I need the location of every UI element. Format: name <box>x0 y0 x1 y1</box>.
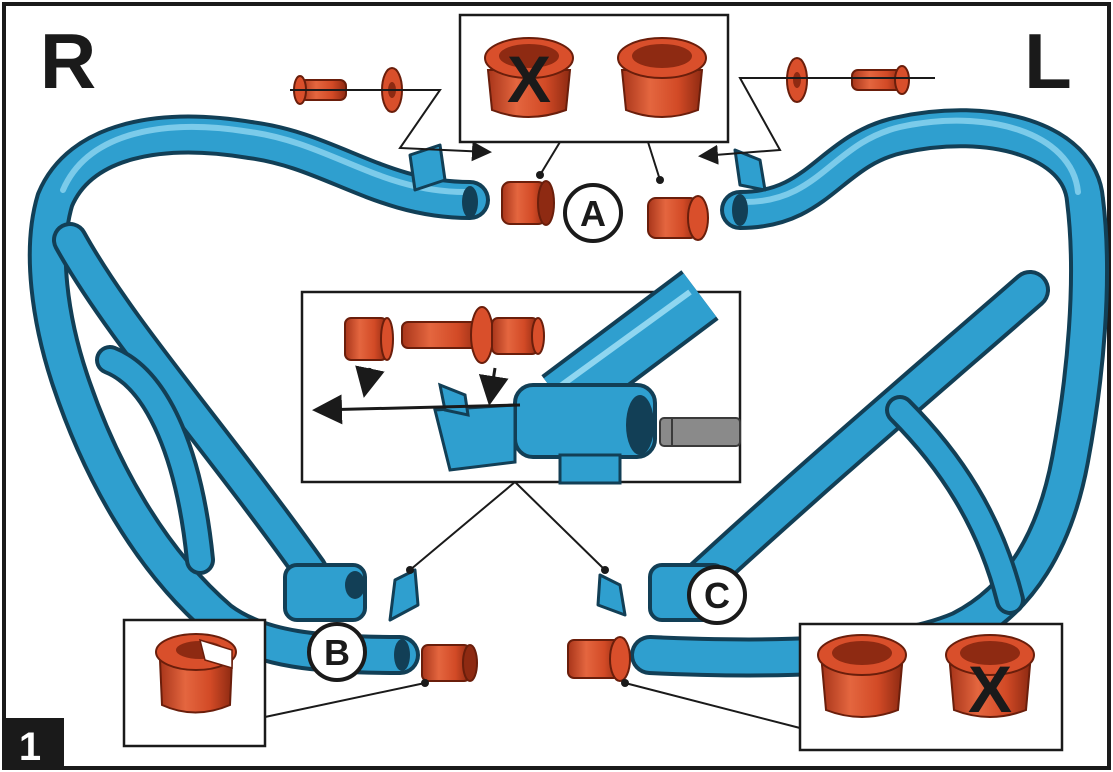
reject-x-icon: X <box>968 652 1012 726</box>
bolt-icon <box>401 306 545 364</box>
callout-c-circle <box>687 565 747 625</box>
bushing-icon <box>421 644 478 682</box>
bushing-icon <box>484 37 574 118</box>
callout-c-label: C <box>704 575 730 616</box>
bushing-icon <box>617 37 707 118</box>
arrow-icon <box>290 89 492 162</box>
callout-b-label: B <box>324 632 350 673</box>
arrow-icon <box>478 367 509 406</box>
arrow-icon <box>312 394 521 425</box>
bushing-icon <box>344 317 394 361</box>
step-number-label: 1 <box>19 725 41 769</box>
callout-a-label: A <box>580 193 606 234</box>
washer-icon <box>786 57 808 103</box>
arrow-icon <box>355 365 385 398</box>
bushing-icon <box>945 634 1035 718</box>
bushing-icon <box>501 180 555 226</box>
bushing-icon <box>647 195 709 241</box>
bushing-icon <box>155 633 237 714</box>
bushing-icon <box>567 636 631 682</box>
side-label-right: R <box>40 17 96 105</box>
arrow-icon <box>698 77 935 165</box>
hex-key-icon <box>659 417 741 447</box>
step-number-badge <box>4 718 64 768</box>
reject-x-icon: X <box>507 42 551 116</box>
bolt-icon <box>851 65 910 95</box>
callout-a-circle <box>563 183 623 243</box>
callout-b-circle <box>307 622 367 682</box>
bushing-icon <box>817 634 907 718</box>
side-label-left: L <box>1024 17 1072 105</box>
